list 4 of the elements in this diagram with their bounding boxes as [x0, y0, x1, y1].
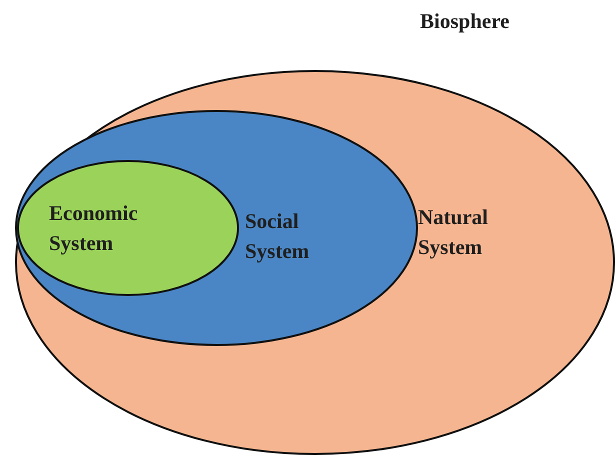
region-label: Social System: [245, 208, 310, 265]
region-heading: Biosphere: [420, 8, 510, 35]
region-label: Natural System: [418, 204, 489, 261]
region-label: Economic System: [49, 200, 139, 257]
